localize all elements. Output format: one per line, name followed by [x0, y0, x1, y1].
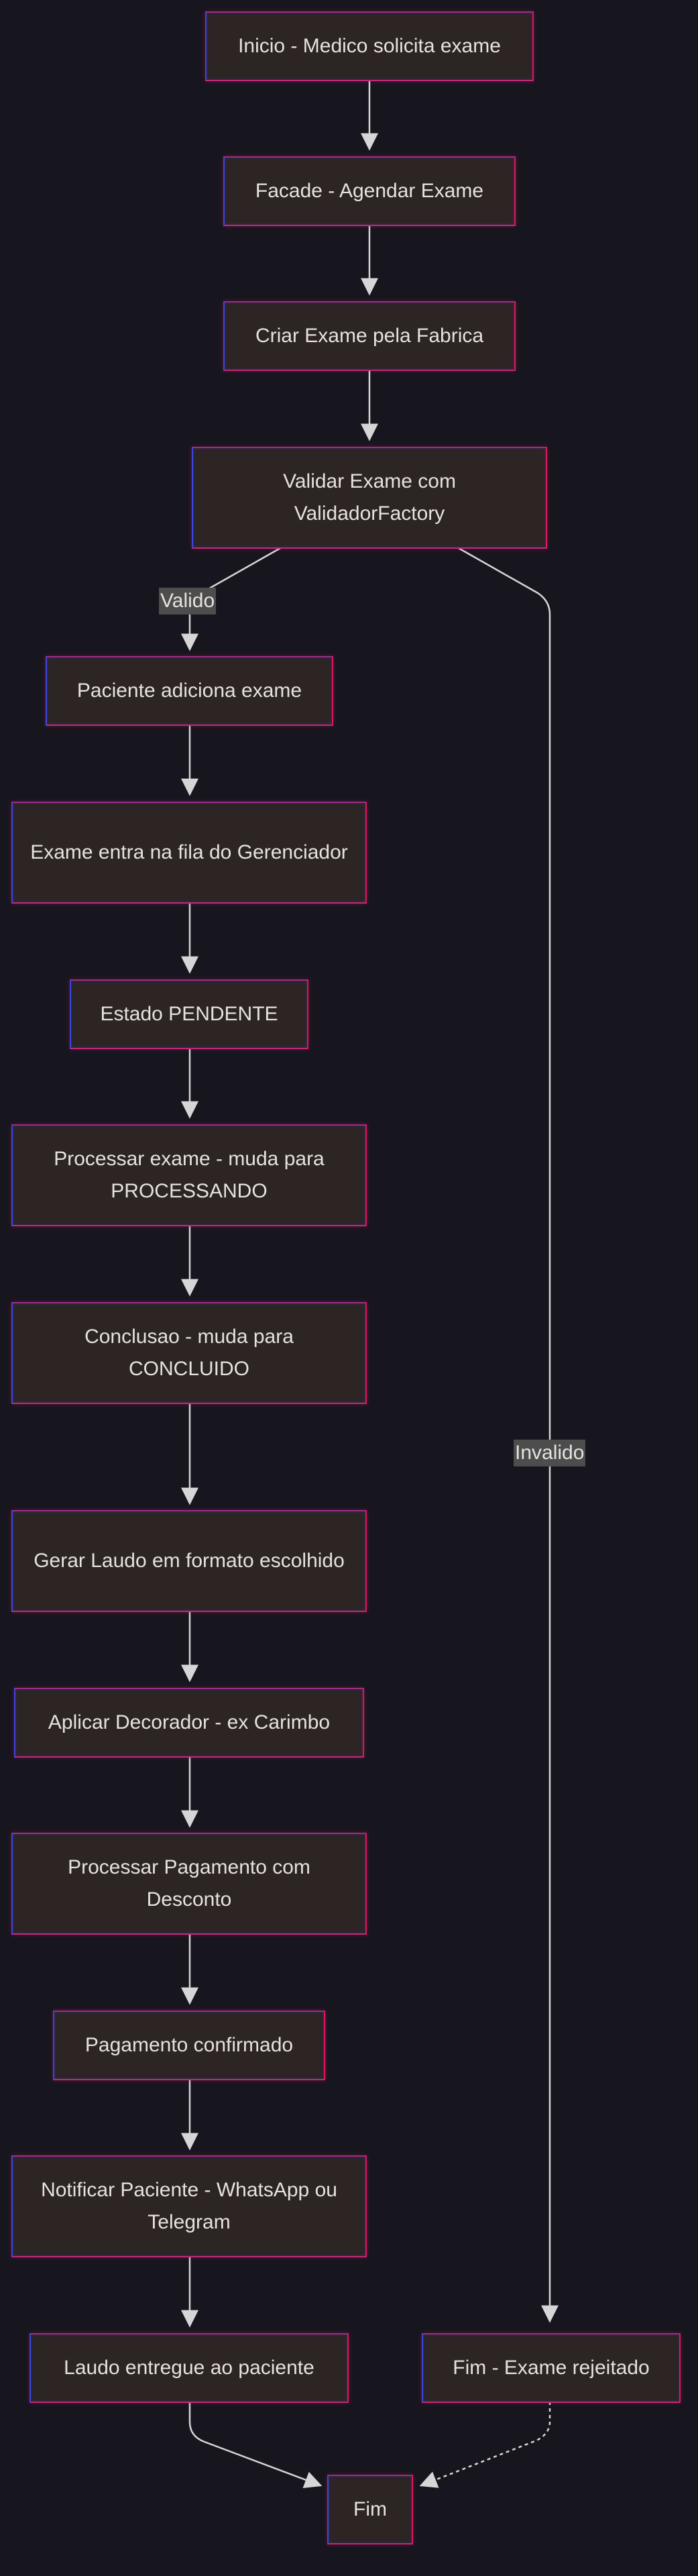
node-decorador-label: Aplicar Decorador - ex Carimbo — [48, 1711, 331, 1733]
label-valido: Valido — [159, 588, 217, 614]
node-fila: Exame entra na fila do Gerenciador — [11, 802, 367, 904]
node-decorador: Aplicar Decorador - ex Carimbo — [14, 1688, 364, 1758]
node-facade: Facade - Agendar Exame — [223, 156, 516, 226]
node-paciente-label: Paciente adiciona exame — [76, 680, 302, 702]
node-laudo: Gerar Laudo em formato escolhido — [11, 1510, 367, 1612]
node-fila-label: Exame entra na fila do Gerenciador — [30, 841, 348, 863]
node-conclusao: Conclusao - muda para CONCLUIDO — [11, 1302, 367, 1404]
node-laudo-label: Gerar Laudo em formato escolhido — [34, 1550, 345, 1572]
node-inicio-label: Inicio - Medico solicita exame — [238, 35, 501, 57]
node-notificar: Notificar Paciente - WhatsApp ou Telegra… — [11, 2155, 367, 2257]
node-processar: Processar exame - muda para PROCESSANDO — [11, 1124, 367, 1226]
node-conclusao-label: Conclusao - muda para CONCLUIDO — [84, 1326, 294, 1380]
edge-entregue-fim — [188, 2402, 323, 2488]
node-rejeitado: Fim - Exame rejeitado — [422, 2333, 681, 2403]
edge-rejeitado-fim — [419, 2402, 551, 2488]
node-entregue: Laudo entregue ao paciente — [30, 2333, 349, 2403]
node-pendente-label: Estado PENDENTE — [100, 1003, 278, 1025]
node-criar: Criar Exame pela Fabrica — [223, 301, 516, 371]
node-rejeitado-label: Fim - Exame rejeitado — [453, 2357, 650, 2379]
node-inicio: Inicio - Medico solicita exame — [205, 11, 534, 81]
node-criar-label: Criar Exame pela Fabrica — [255, 325, 484, 347]
edge-validar-rejeitado — [457, 546, 559, 2323]
node-entregue-label: Laudo entregue ao paciente — [64, 2357, 314, 2379]
label-invalido: Invalido — [514, 1440, 586, 1466]
node-notificar-label: Notificar Paciente - WhatsApp ou Telegra… — [41, 2179, 337, 2233]
node-fim-label: Fim — [353, 2498, 387, 2520]
node-confirmado: Pagamento confirmado — [53, 2010, 325, 2080]
node-facade-label: Facade - Agendar Exame — [255, 180, 484, 202]
node-paciente: Paciente adiciona exame — [46, 656, 333, 726]
node-validar: Validar Exame com ValidadorFactory — [192, 447, 547, 549]
node-pendente: Estado PENDENTE — [70, 979, 308, 1049]
node-pagamento-label: Processar Pagamento com Desconto — [68, 1856, 310, 1911]
node-pagamento: Processar Pagamento com Desconto — [11, 1833, 367, 1935]
node-confirmado-label: Pagamento confirmado — [84, 2034, 294, 2056]
node-validar-label: Validar Exame com ValidadorFactory — [283, 470, 456, 525]
node-fim: Fim — [327, 2475, 413, 2544]
node-processar-label: Processar exame - muda para PROCESSANDO — [54, 1148, 325, 1202]
